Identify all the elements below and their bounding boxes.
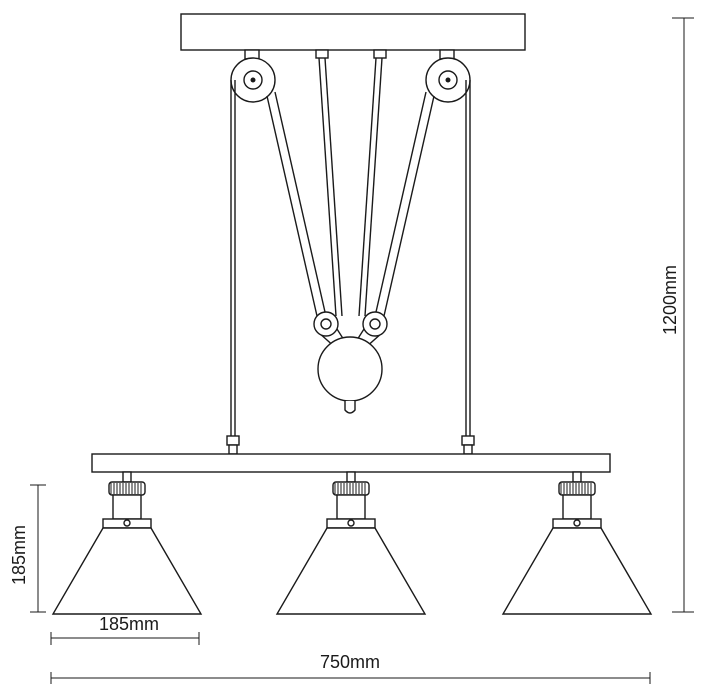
center-ropes — [318, 57, 383, 317]
lamp-shades — [51, 471, 653, 615]
ceiling-canopy — [180, 13, 526, 51]
total-width-dimension: 750mm — [50, 652, 651, 684]
shade-height-label: 185mm — [9, 525, 29, 585]
lamp-shade-2 — [275, 471, 427, 615]
pulley-ropes — [266, 91, 435, 317]
outer-cables — [230, 80, 471, 436]
height-dimension-label: 1200mm — [660, 265, 680, 335]
right-pulley — [425, 57, 471, 103]
shade-width-label: 185mm — [99, 614, 159, 634]
canopy-mounts — [244, 49, 455, 60]
shade-width-dimension: 185mm — [50, 614, 200, 645]
left-pulley — [230, 57, 276, 103]
counterweight-ball — [317, 336, 383, 414]
lamp-bar — [91, 453, 611, 473]
cable-terminals — [226, 435, 475, 455]
shade-height-dimension: 185mm — [9, 484, 46, 613]
height-dimension: 1200mm — [660, 17, 694, 613]
lamp-shade-3 — [501, 471, 653, 615]
lamp-shade-1 — [51, 471, 203, 615]
total-width-label: 750mm — [320, 652, 380, 672]
